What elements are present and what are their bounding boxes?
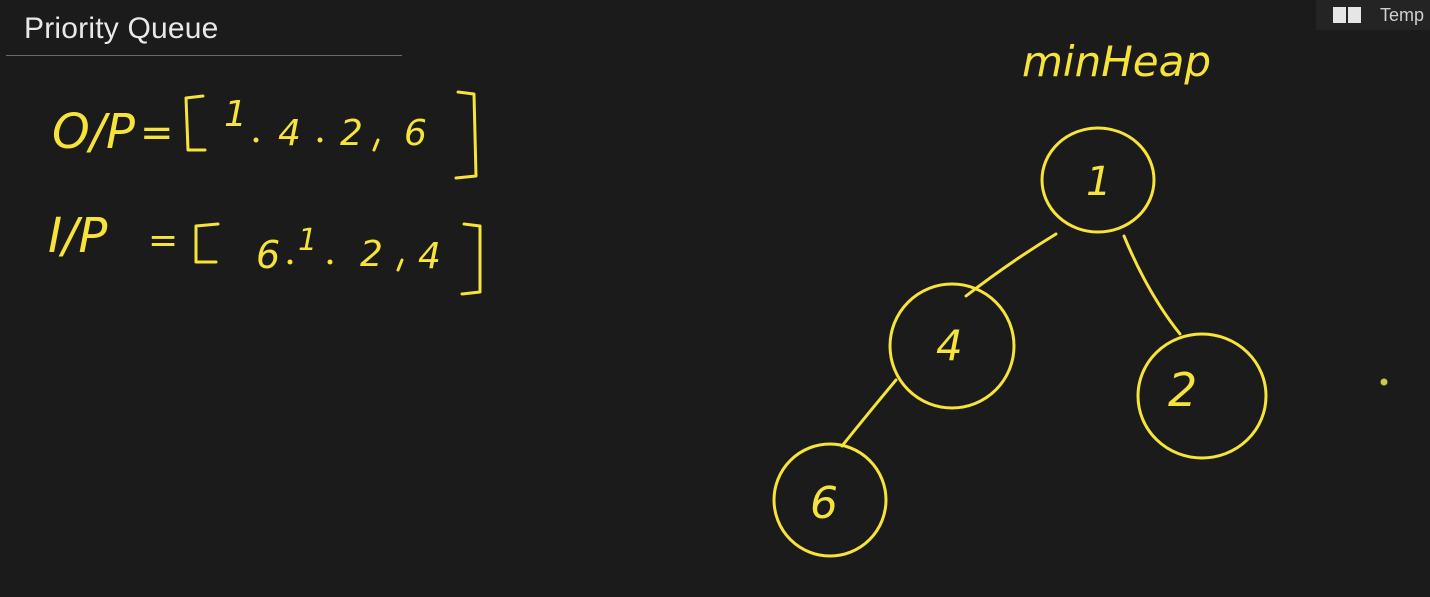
output-comma-1	[253, 137, 259, 143]
input-value-3: 2	[360, 234, 383, 275]
heap-edge-left-leftleft	[840, 378, 898, 448]
output-value-2: 4	[278, 113, 301, 154]
output-close-bracket	[454, 90, 478, 180]
heap-node-right: 2	[1136, 332, 1268, 460]
output-label: O/P	[52, 104, 135, 160]
output-open-bracket	[184, 94, 207, 152]
heap-node-left-value: 4	[936, 321, 963, 370]
heap-node-left-circle	[888, 282, 1016, 410]
input-line: I/P = 6 1 2 4	[48, 208, 482, 296]
input-close-bracket	[460, 222, 482, 296]
heap-edge-root-left	[964, 232, 1058, 298]
heap-node-root: 1	[1040, 126, 1156, 234]
title-divider	[6, 55, 402, 56]
input-comma-3	[396, 258, 404, 272]
output-equals: =	[140, 110, 174, 156]
input-value-2: 1	[298, 223, 317, 258]
heap-node-left-left: 6	[772, 442, 888, 558]
input-label: I/P	[48, 208, 107, 264]
input-comma-2	[327, 259, 333, 265]
heap-edge-root-right	[1122, 234, 1182, 336]
template-button[interactable]: Temp	[1316, 0, 1430, 30]
page-title: Priority Queue	[24, 12, 219, 45]
heap-node-right-value: 2	[1168, 363, 1197, 417]
output-value-4: 6	[404, 113, 427, 154]
heap-node-left-left-value: 6	[810, 478, 838, 529]
output-comma-3	[372, 138, 380, 152]
template-label: Temp	[1380, 4, 1425, 25]
output-comma-2	[317, 137, 323, 143]
heap-node-root-circle	[1040, 126, 1156, 234]
book-open-icon	[1332, 6, 1362, 24]
output-line: O/P = 1 4 2 6	[52, 90, 478, 180]
input-equals: =	[148, 220, 178, 261]
heap-node-left: 4	[888, 282, 1016, 410]
pen-cursor	[1380, 378, 1388, 386]
heap-node-root-value: 1	[1086, 159, 1111, 205]
output-value-3: 2	[340, 113, 363, 154]
heap-node-left-left-circle	[772, 442, 888, 558]
output-value-1: 1	[224, 94, 247, 135]
input-comma-1	[287, 259, 293, 265]
input-value-4: 4	[418, 236, 441, 277]
heap-node-right-circle	[1136, 332, 1268, 460]
input-open-bracket	[194, 222, 220, 264]
heap-title: minHeap	[1022, 37, 1211, 86]
input-value-1: 6	[256, 233, 280, 277]
